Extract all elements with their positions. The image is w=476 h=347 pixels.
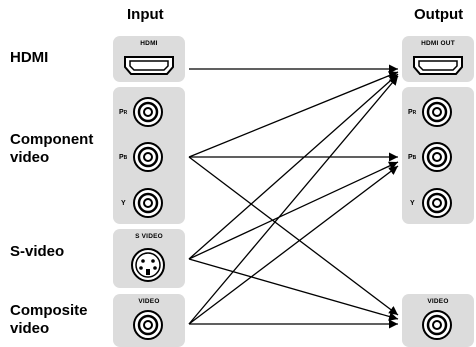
y-output-jack-icon bbox=[422, 188, 452, 218]
hdmi-label: HDMI bbox=[10, 49, 49, 66]
arrow-composite-to-component-out bbox=[188, 165, 399, 325]
pr-output-pin: PR bbox=[408, 109, 417, 116]
component-video-label: Component video bbox=[10, 131, 93, 167]
output-header: Output bbox=[414, 6, 464, 23]
component-output-panel: PR PB Y bbox=[402, 87, 474, 224]
composite-video-label-line-1: Composite bbox=[10, 302, 88, 319]
y-input-pin: Y bbox=[121, 200, 126, 207]
arrow-svideo-to-component-out bbox=[188, 161, 399, 260]
s-video-input-jack-icon bbox=[131, 248, 165, 282]
y-output-pin: Y bbox=[410, 200, 415, 207]
component-output-jacks bbox=[422, 97, 452, 218]
hdmi-output-panel: HDMI OUT bbox=[402, 36, 474, 82]
composite-video-label: Composite video bbox=[10, 302, 88, 338]
pb-input-pin: PB bbox=[119, 154, 128, 161]
composite-input-panel: VIDEO bbox=[113, 294, 185, 347]
pb-output-pin: PB bbox=[408, 154, 417, 161]
s-video-input-panel: S VIDEO bbox=[113, 229, 185, 288]
arrow-svideo-to-composite-out bbox=[188, 258, 399, 321]
composite-output-panel: VIDEO bbox=[402, 294, 474, 347]
pr-input-pin: PR bbox=[119, 109, 128, 116]
input-header: Input bbox=[127, 6, 164, 23]
component-video-label-line-1: Component bbox=[10, 131, 94, 148]
arrow-composite-to-hdmi-out bbox=[188, 75, 399, 325]
pb-input-jack-icon bbox=[133, 142, 163, 172]
composite-output-jack-icon bbox=[422, 310, 452, 340]
composite-input-tag: VIDEO bbox=[138, 298, 160, 305]
pb-output-jack-icon bbox=[422, 142, 452, 172]
composite-output-tag: VIDEO bbox=[427, 298, 449, 305]
hdmi-input-panel: HDMI bbox=[113, 36, 185, 82]
hdmi-output-icon bbox=[413, 56, 463, 75]
y-input-jack-icon bbox=[133, 188, 163, 218]
pr-input-jack-icon bbox=[133, 97, 163, 127]
composite-video-label-line-2: video bbox=[10, 320, 50, 337]
hdmi-input-icon bbox=[124, 56, 174, 75]
s-video-input-tag: S VIDEO bbox=[135, 233, 163, 240]
arrow-component-to-composite-out bbox=[188, 156, 399, 316]
component-input-panel: PR PB Y bbox=[113, 87, 185, 224]
pr-output-jack-icon bbox=[422, 97, 452, 127]
arrow-svideo-to-hdmi-out bbox=[188, 73, 399, 260]
arrow-component-to-hdmi-out bbox=[188, 71, 399, 158]
component-input-jacks bbox=[133, 97, 163, 218]
hdmi-output-tag: HDMI OUT bbox=[421, 40, 455, 47]
s-video-label: S-video bbox=[10, 243, 65, 260]
hdmi-input-tag: HDMI bbox=[140, 40, 158, 47]
component-video-label-line-2: video bbox=[10, 149, 50, 166]
composite-input-jack-icon bbox=[133, 310, 163, 340]
